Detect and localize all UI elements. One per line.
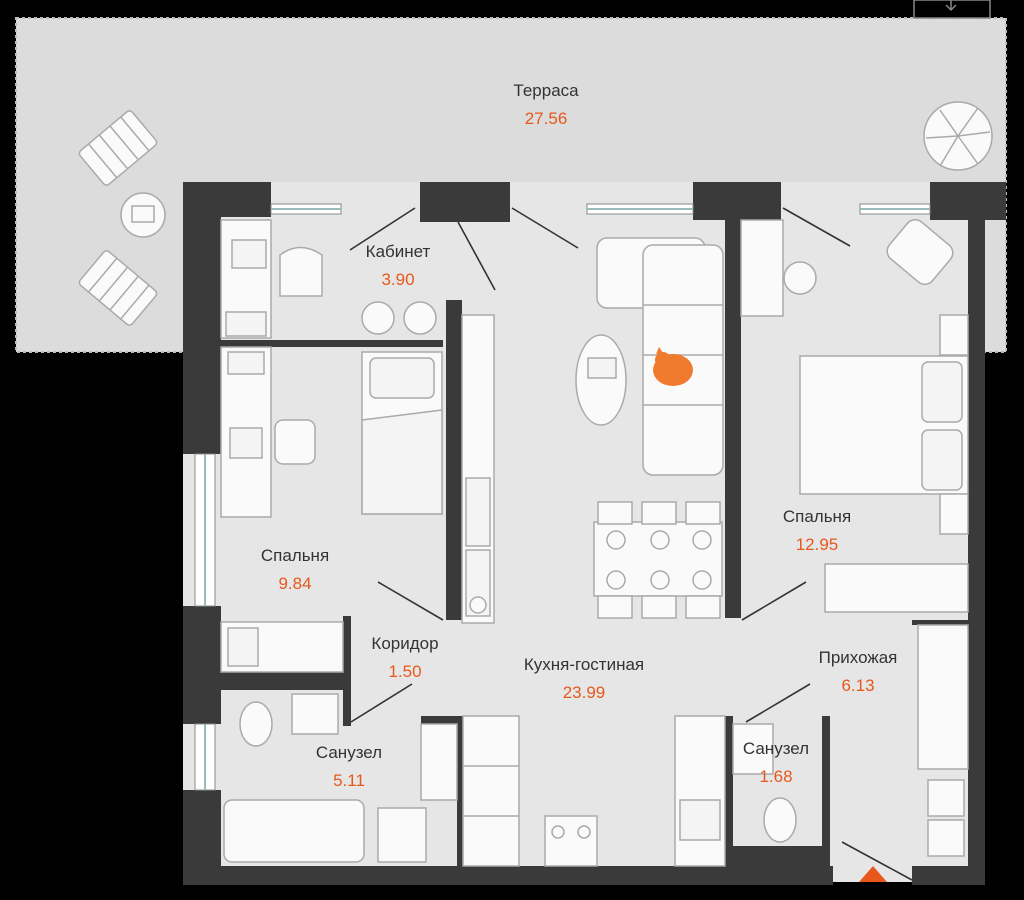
bedroom1-furniture (220, 346, 443, 673)
room-name: Кухня-гостиная (523, 655, 645, 674)
door-swings (349, 207, 913, 881)
bedroom2-furniture (740, 218, 969, 613)
room-area: 23.99 (562, 683, 606, 703)
hallway-wardrobe (917, 624, 969, 857)
room-label-bath1: Санузел 5.11 (316, 743, 382, 792)
room-area: 12.95 (795, 535, 839, 555)
room-name: Коридор (371, 634, 439, 653)
dining-table (593, 501, 723, 619)
kitchen-appliances (462, 715, 726, 867)
room-area: 9.84 (278, 574, 312, 594)
walls (183, 182, 1006, 885)
room-label-hallway: Прихожая 6.13 (819, 648, 898, 697)
plant-icon (923, 101, 993, 171)
room-name: Спальня (782, 507, 852, 526)
room-label-study: Кабинет 3.90 (366, 242, 431, 291)
room-label-terrace: Терраса 27.56 (513, 81, 578, 130)
bath2-fixtures (732, 723, 797, 843)
bath1-fixtures (221, 690, 458, 863)
coffee-table (575, 334, 627, 426)
room-name: Кабинет (365, 242, 431, 261)
cat-icon (653, 347, 693, 386)
kitchen-counter (461, 314, 495, 624)
room-label-bedroom2: Спальня 12.95 (783, 507, 851, 556)
room-area: 1.50 (388, 662, 422, 682)
room-label-corridor: Коридор 1.50 (371, 634, 438, 683)
room-label-bedroom1: Спальня 9.84 (261, 546, 329, 595)
room-name: Терраса (513, 81, 579, 100)
windows (194, 203, 931, 791)
room-area: 5.11 (333, 771, 365, 791)
room-area: 1.68 (759, 767, 793, 787)
room-name: Спальня (260, 546, 330, 565)
room-area: 3.90 (381, 270, 415, 290)
room-name: Прихожая (818, 648, 898, 667)
room-name: Санузел (742, 739, 810, 758)
room-label-kitchen: Кухня-гостиная 23.99 (524, 655, 644, 704)
orange-triangle-icon (859, 866, 887, 882)
study-desk (220, 219, 437, 339)
room-name: Санузел (315, 743, 383, 762)
room-area: 27.56 (524, 109, 568, 129)
room-area: 6.13 (841, 676, 875, 696)
room-label-bath2: Санузел 1.68 (743, 739, 809, 788)
arrow-down-icon (945, 0, 957, 12)
terrace-chair-icon (78, 110, 166, 326)
apartment-floor (183, 182, 985, 882)
